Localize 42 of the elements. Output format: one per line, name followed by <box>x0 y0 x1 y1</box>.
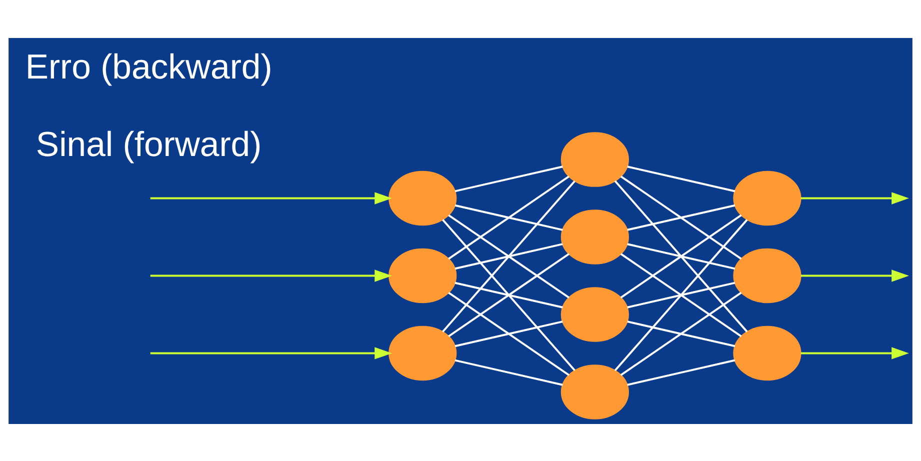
node-circle <box>733 170 802 226</box>
connector <box>627 242 736 270</box>
connector <box>448 175 570 260</box>
connector <box>620 175 742 260</box>
node-circle <box>733 325 802 380</box>
arrow <box>800 192 909 204</box>
connector <box>448 291 570 376</box>
arrow <box>150 346 392 359</box>
arrow <box>150 269 392 282</box>
connector <box>442 180 576 332</box>
connector <box>627 165 736 192</box>
connector <box>620 291 742 376</box>
connector <box>448 252 570 337</box>
node-circle <box>388 170 457 226</box>
connector <box>454 165 563 192</box>
label: Erro (backward) <box>25 48 272 86</box>
node-circle <box>560 209 629 264</box>
connector <box>627 320 736 347</box>
node-circle <box>560 132 629 186</box>
node-circle <box>388 248 457 303</box>
arrow <box>150 192 392 204</box>
connector <box>454 358 563 386</box>
connector <box>442 218 576 371</box>
connector <box>620 252 742 337</box>
connector <box>614 218 748 371</box>
connector <box>620 214 742 298</box>
connector <box>448 214 570 298</box>
connector <box>454 281 563 308</box>
connector <box>454 320 563 347</box>
arrow <box>800 269 909 282</box>
connector <box>614 180 748 332</box>
node-circle <box>388 325 457 380</box>
connector <box>454 242 563 270</box>
node-circle <box>560 364 629 419</box>
node-circle <box>733 248 802 303</box>
arrow <box>800 346 909 359</box>
label: Sinal (forward) <box>36 125 262 164</box>
connector <box>627 204 736 230</box>
node-circle <box>560 286 629 342</box>
connector <box>454 204 563 230</box>
connector <box>627 281 736 308</box>
connector <box>627 358 736 386</box>
